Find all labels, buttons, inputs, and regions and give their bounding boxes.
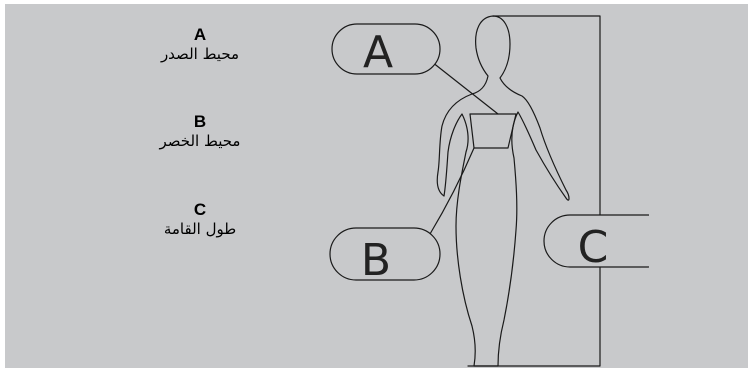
bubble-c-label: C xyxy=(578,222,609,273)
page-right-margin xyxy=(748,0,755,373)
body-outline xyxy=(437,16,569,366)
bubble-b: B xyxy=(330,228,440,286)
chest-leader-line xyxy=(432,62,498,114)
chest-band xyxy=(470,114,516,148)
bubble-b-label: B xyxy=(361,235,391,286)
bubble-a: A xyxy=(332,24,440,78)
waist-leader-line xyxy=(430,148,474,234)
bubble-a-label: A xyxy=(363,27,393,78)
bubble-c-clip xyxy=(649,205,755,275)
height-bracket-line xyxy=(468,16,600,366)
